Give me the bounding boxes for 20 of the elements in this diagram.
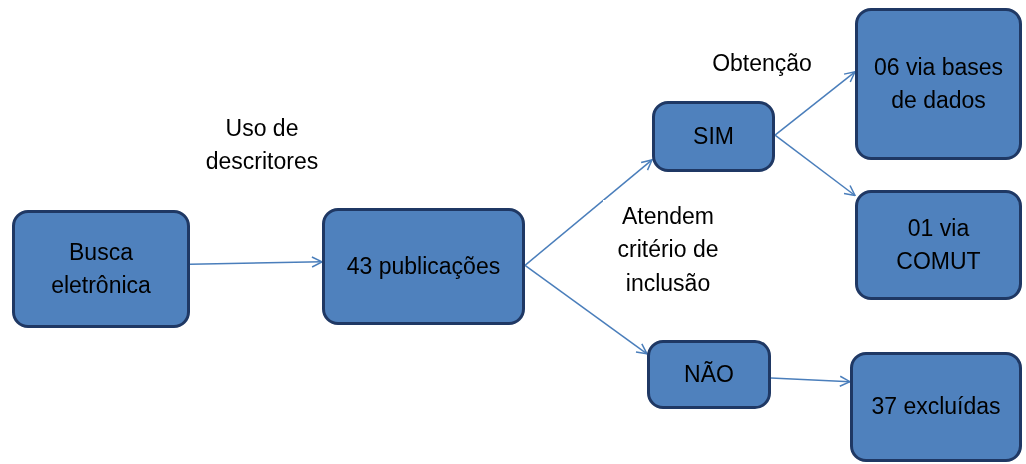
box-text: 06 via bases de dados <box>872 52 1005 115</box>
process-box <box>855 190 1022 300</box>
box-text: 37 excluídas <box>871 392 1001 422</box>
arrow <box>774 134 856 197</box>
arrow <box>189 256 323 268</box>
box-text: NÃO <box>684 359 734 389</box>
arrow <box>770 375 851 387</box>
box-text: 43 publicações <box>346 251 501 281</box>
box-text: 01 via COMUT <box>895 213 982 276</box>
process-box <box>647 340 771 409</box>
arrow <box>524 264 648 355</box>
box-text: SIM <box>693 121 734 151</box>
process-box <box>322 208 525 325</box>
process-box <box>652 101 775 172</box>
arrow <box>524 159 653 267</box>
arrow <box>774 71 856 136</box>
process-box <box>12 210 190 328</box>
process-box <box>855 8 1022 160</box>
process-box <box>850 352 1022 462</box>
box-text: Busca eletrônica <box>50 237 152 300</box>
